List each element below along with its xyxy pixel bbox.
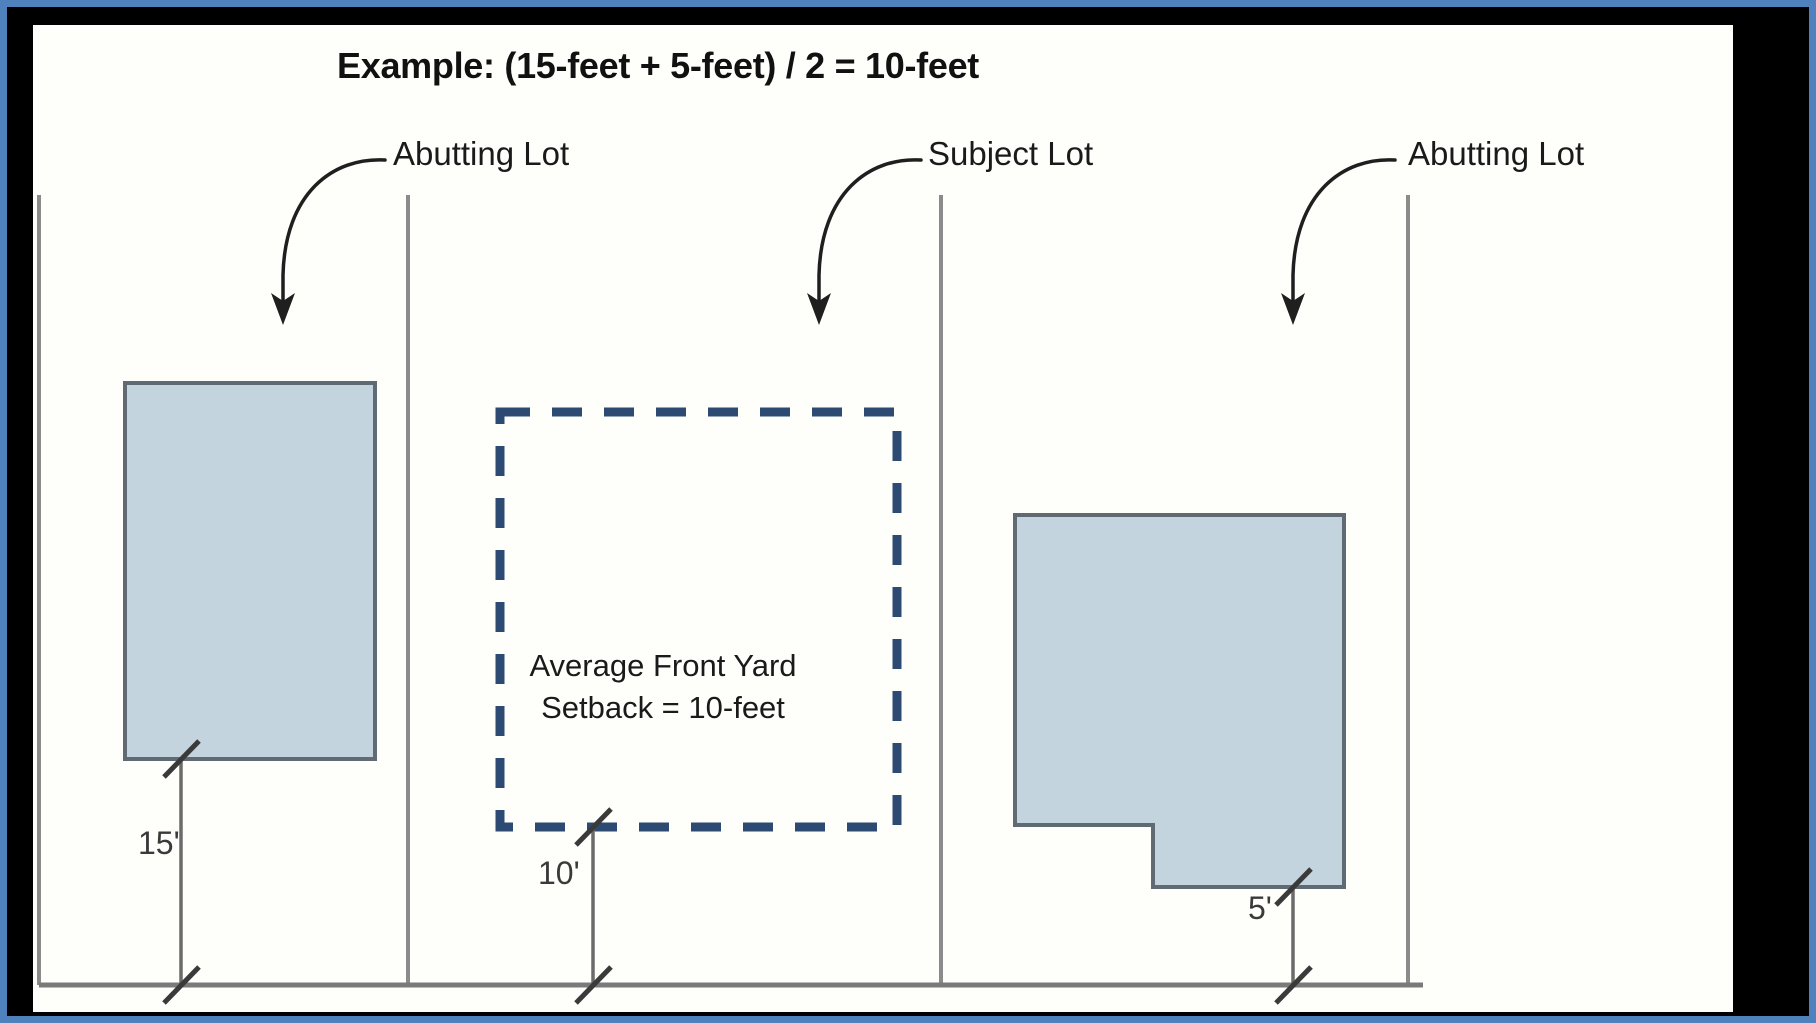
dim-tick-top-center (574, 807, 613, 847)
diagram-canvas: Example: (15-feet + 5-feet) / 2 = 10-fee… (33, 25, 1733, 1012)
arrowhead-left (271, 293, 295, 325)
setback-box-text: Average Front Yard Setback = 10-feet (463, 645, 863, 729)
setback-box-dashed (495, 407, 902, 832)
setback-text-line-1: Average Front Yard (529, 648, 797, 683)
arrowhead-center (807, 293, 831, 325)
page-title: Example: (15-feet + 5-feet) / 2 = 10-fee… (337, 45, 979, 86)
dim-tick-top-right (1274, 867, 1313, 907)
label-subject-lot: Subject Lot (928, 135, 1094, 172)
lot-boundary-lines (37, 195, 1410, 985)
label-right-abutting-lot: Abutting Lot (1408, 135, 1585, 172)
dim-tick-top-left (162, 739, 201, 779)
dim-tick-bottom-left (162, 965, 201, 1005)
leader-arrow-center (807, 158, 923, 325)
lot-setback-diagram (37, 158, 1423, 1005)
dimension-right-5ft (1274, 867, 1313, 1005)
dim-tick-bottom-right (1274, 965, 1313, 1005)
building-left-abutting (123, 381, 377, 761)
leader-arrow-left (271, 158, 387, 325)
dimension-label-right: 5' (1248, 890, 1272, 926)
leader-arrow-right (1281, 158, 1397, 325)
setback-text-line-2: Setback = 10-feet (541, 689, 785, 725)
black-mat-border: Example: (15-feet + 5-feet) / 2 = 10-fee… (7, 7, 1809, 1016)
dim-tick-bottom-center (574, 965, 613, 1005)
dimension-left-15ft (162, 739, 201, 1005)
label-left-abutting-lot: Abutting Lot (393, 135, 570, 172)
dimension-center-10ft (574, 807, 613, 1005)
arrowhead-right (1281, 293, 1305, 325)
dimension-label-center: 10' (538, 855, 580, 891)
building-right-abutting (1013, 513, 1346, 889)
dimension-label-left: 15' (138, 825, 180, 861)
